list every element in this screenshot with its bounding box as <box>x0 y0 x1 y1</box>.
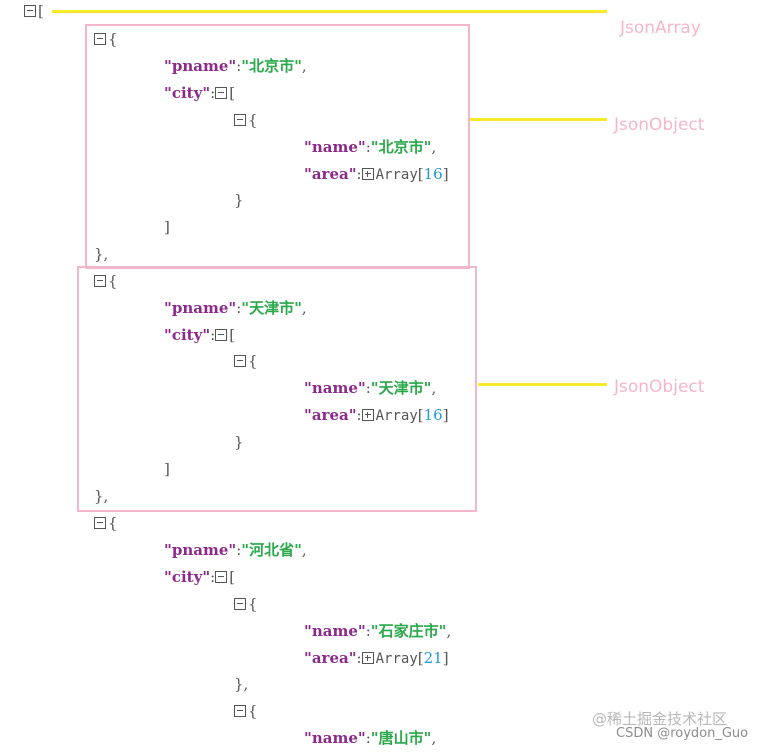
collapse-toggle-icon[interactable] <box>234 114 246 126</box>
json-key-name: name <box>311 622 358 640</box>
json-object-label-1: JsonObject <box>614 115 705 135</box>
json-key-name: name <box>311 379 358 397</box>
collapse-toggle-icon[interactable] <box>94 275 106 287</box>
json-line-province-open: { <box>94 510 118 537</box>
collapse-toggle-icon[interactable] <box>94 517 106 529</box>
json-value-pname: 北京市 <box>249 57 295 75</box>
expand-toggle-icon[interactable] <box>361 409 374 421</box>
json-line-pname: "pname":"河北省", <box>164 541 307 559</box>
json-line-city-array-close: ] <box>164 460 170 478</box>
json-line-city: "city":[ <box>164 568 236 586</box>
json-line-name: "name":"石家庄市", <box>304 622 452 640</box>
json-object-label-2: JsonObject <box>614 377 705 397</box>
json-line-province-open: { <box>94 268 118 295</box>
json-key-area: area <box>311 165 349 183</box>
json-line-root-open: [ <box>24 0 44 25</box>
json-key-pname: pname <box>171 299 229 317</box>
json-value-name: 北京市 <box>378 138 424 156</box>
json-line-area: "area":Array[16] <box>304 165 449 183</box>
json-line-province-close: }, <box>94 245 109 263</box>
collapse-toggle-icon[interactable] <box>94 33 106 45</box>
json-array-count: 16 <box>423 165 443 183</box>
collapse-toggle-icon[interactable] <box>234 355 246 367</box>
json-line-city-obj-close: }, <box>234 675 249 693</box>
json-value-pname: 天津市 <box>249 299 295 317</box>
json-line-city-obj-open: { <box>234 698 258 725</box>
json-value-pname: 河北省 <box>249 541 295 559</box>
collapse-toggle-icon[interactable] <box>234 598 246 610</box>
json-object-highlight-box-1 <box>85 24 470 269</box>
json-line-province-close: }, <box>94 487 109 505</box>
json-line-city-obj-close: } <box>234 433 244 451</box>
json-key-pname: pname <box>171 541 229 559</box>
json-key-area: area <box>311 406 349 424</box>
json-line-area: "area":Array[21] <box>304 649 449 667</box>
json-line-city-obj-open: { <box>234 591 258 618</box>
json-array-pointer-line <box>52 10 607 13</box>
collapse-toggle-icon[interactable] <box>215 329 228 341</box>
json-key-pname: pname <box>171 57 229 75</box>
json-line-province-open: { <box>94 26 118 53</box>
json-array-count: 21 <box>423 649 443 667</box>
json-line-name: "name":"天津市", <box>304 379 437 397</box>
json-line-pname: "pname":"北京市", <box>164 57 307 75</box>
json-array-count: 16 <box>423 406 443 424</box>
json-line-pname: "pname":"天津市", <box>164 299 307 317</box>
json-key-name: name <box>311 729 358 747</box>
json-key-city: city <box>171 568 203 586</box>
json-value-name: 唐山市 <box>378 729 424 747</box>
watermark-juejin: @稀土掘金技术社区 <box>592 710 728 728</box>
json-key-city: city <box>171 84 203 102</box>
json-object-highlight-box-2 <box>77 266 477 512</box>
json-key-area: area <box>311 649 349 667</box>
json-line-area: "area":Array[16] <box>304 406 449 424</box>
json-key-city: city <box>171 326 203 344</box>
json-line-city: "city":[ <box>164 326 236 344</box>
collapse-toggle-icon[interactable] <box>215 571 228 583</box>
json-line-city: "city":[ <box>164 84 236 102</box>
json-key-name: name <box>311 138 358 156</box>
watermark-csdn: CSDN @roydon_Guo <box>616 726 749 741</box>
json-line-city-array-close: ] <box>164 218 170 236</box>
json-array-label: JsonArray <box>620 18 701 38</box>
json-line-name: "name":"北京市", <box>304 138 437 156</box>
json-line-city-obj-open: { <box>234 107 258 134</box>
json-value-name: 天津市 <box>378 379 424 397</box>
expand-toggle-icon[interactable] <box>361 168 374 180</box>
expand-toggle-icon[interactable] <box>361 652 374 664</box>
json-object-pointer-line-1 <box>470 118 607 121</box>
collapse-toggle-icon[interactable] <box>24 5 36 17</box>
json-line-name: "name":"唐山市", <box>304 729 437 747</box>
json-value-name: 石家庄市 <box>378 622 439 640</box>
collapse-toggle-icon[interactable] <box>215 87 228 99</box>
collapse-toggle-icon[interactable] <box>234 705 246 717</box>
json-line-city-obj-open: { <box>234 348 258 375</box>
json-object-pointer-line-2 <box>478 383 607 386</box>
json-line-city-obj-close: } <box>234 191 244 209</box>
